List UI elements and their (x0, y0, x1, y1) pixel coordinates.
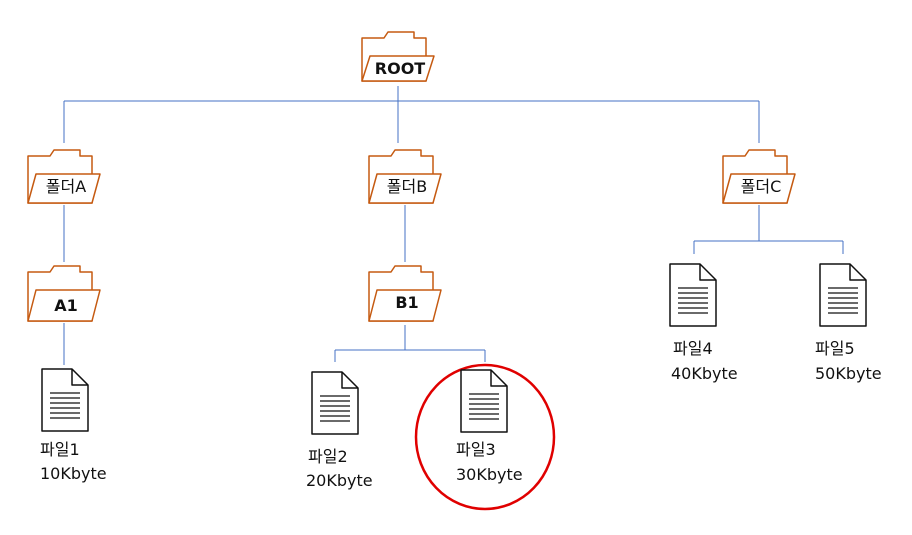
file-2-name: 파일2 (308, 447, 348, 466)
folder-icon (27, 149, 101, 204)
file-3[interactable]: 파일3 30Kbyte (414, 363, 556, 511)
folder-icon (722, 149, 796, 204)
file-2-size: 20Kbyte (306, 471, 373, 490)
folder-root-label: ROOT (375, 59, 426, 78)
folder-icon (368, 149, 442, 204)
file-5-size: 50Kbyte (815, 364, 882, 383)
document-icon (460, 369, 508, 433)
document-icon (819, 263, 867, 327)
file-1-size: 10Kbyte (40, 464, 107, 483)
folder-root[interactable]: ROOT (361, 31, 435, 82)
file-2[interactable]: 파일2 20Kbyte (306, 371, 373, 490)
folder-a[interactable]: 폴더A (27, 149, 101, 204)
folder-b[interactable]: 폴더B (368, 149, 442, 204)
folder-a-label: 폴더A (46, 177, 86, 196)
document-icon (41, 368, 89, 432)
folder-c[interactable]: 폴더C (722, 149, 796, 204)
file-4-size: 40Kbyte (671, 364, 738, 383)
file-1-name: 파일1 (40, 440, 80, 459)
file-3-size: 30Kbyte (456, 465, 523, 484)
tree-connectors (63, 86, 844, 365)
document-icon (311, 371, 359, 435)
file-5[interactable]: 파일5 50Kbyte (815, 263, 882, 383)
folder-a1[interactable]: A1 (27, 265, 101, 322)
file-5-name: 파일5 (815, 339, 855, 358)
file-3-name: 파일3 (456, 440, 496, 459)
file-4[interactable]: 파일4 40Kbyte (669, 263, 738, 383)
folder-b1-label: B1 (395, 293, 418, 312)
folder-icon (27, 265, 101, 322)
folder-a1-label: A1 (54, 296, 78, 315)
folder-icon (361, 31, 435, 82)
folder-b-label: 폴더B (387, 177, 427, 196)
file-4-name: 파일4 (673, 339, 713, 358)
document-icon (669, 263, 717, 327)
folder-icon (368, 265, 442, 322)
folder-b1[interactable]: B1 (368, 265, 442, 322)
highlight-circle (414, 363, 556, 511)
folder-c-label: 폴더C (741, 177, 782, 196)
file-1[interactable]: 파일1 10Kbyte (40, 368, 107, 483)
